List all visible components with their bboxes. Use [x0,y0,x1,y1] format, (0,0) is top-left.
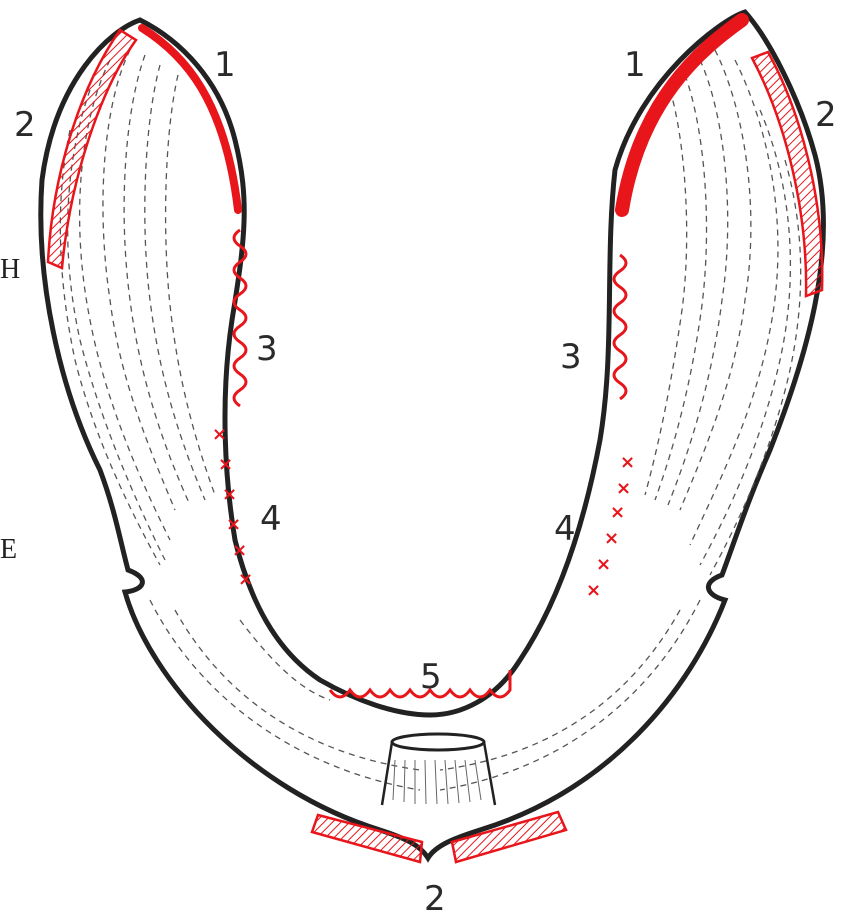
label-right-2: 2 [815,98,837,132]
svg-text:×: × [604,528,619,549]
svg-text:×: × [218,454,233,475]
label-center-5: 5 [420,660,442,694]
prosthesis-outline [41,12,824,858]
edge-letter-top: Н [0,256,20,284]
label-right-3: 3 [560,340,582,374]
edge-letter-bottom: Е [0,536,17,564]
label-left-3: 3 [256,332,278,366]
svg-text:×: × [226,514,241,535]
label-bottom-2: 2 [424,882,446,916]
label-left-2: 2 [14,108,36,142]
label-left-4: 4 [260,502,282,536]
label-right-4: 4 [554,512,576,546]
svg-text:×: × [212,424,227,445]
svg-text:×: × [596,554,611,575]
svg-text:×: × [222,484,237,505]
svg-text:×: × [620,452,635,473]
label-left-1: 1 [214,48,236,82]
svg-text:×: × [610,502,625,523]
svg-text:×: × [238,569,253,590]
label-right-1: 1 [624,48,646,82]
svg-text:×: × [232,540,247,561]
svg-text:×: × [616,478,631,499]
svg-text:×: × [586,580,601,601]
